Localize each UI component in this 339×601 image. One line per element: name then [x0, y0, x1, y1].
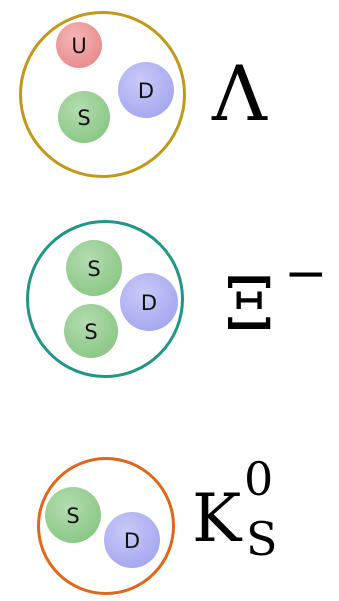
d-quark: D [104, 512, 160, 568]
d-quark-label: D [141, 291, 157, 315]
d-quark: D [120, 273, 178, 331]
s-quark-label: S [84, 320, 97, 344]
d-quark: D [118, 62, 174, 118]
s-quark-label: S [77, 106, 90, 130]
lambda-particle: U D S Λ [0, 0, 339, 180]
d-quark-label: D [138, 79, 154, 103]
s-quark: S [64, 304, 118, 358]
u-quark: U [56, 22, 102, 68]
xi-minus-particle: S D S Ξ − [0, 200, 339, 400]
kaon-symbol-main: K [192, 486, 241, 552]
d-quark-label: D [124, 529, 140, 553]
xi-symbol-main: Ξ [224, 268, 275, 340]
s-quark: S [58, 91, 110, 143]
s-quark: S [45, 487, 101, 543]
s-quark: S [66, 240, 122, 296]
u-quark-label: U [71, 34, 86, 58]
xi-symbol-superscript: − [284, 248, 328, 300]
kaon-symbol-subscript: S [246, 516, 278, 562]
s-quark-label: S [87, 257, 100, 281]
s-quark-label: S [66, 504, 79, 528]
k-short-particle: S D K 0 S [0, 440, 339, 601]
lambda-symbol-main: Λ [212, 56, 267, 132]
kaon-symbol-superscript: 0 [244, 456, 273, 502]
